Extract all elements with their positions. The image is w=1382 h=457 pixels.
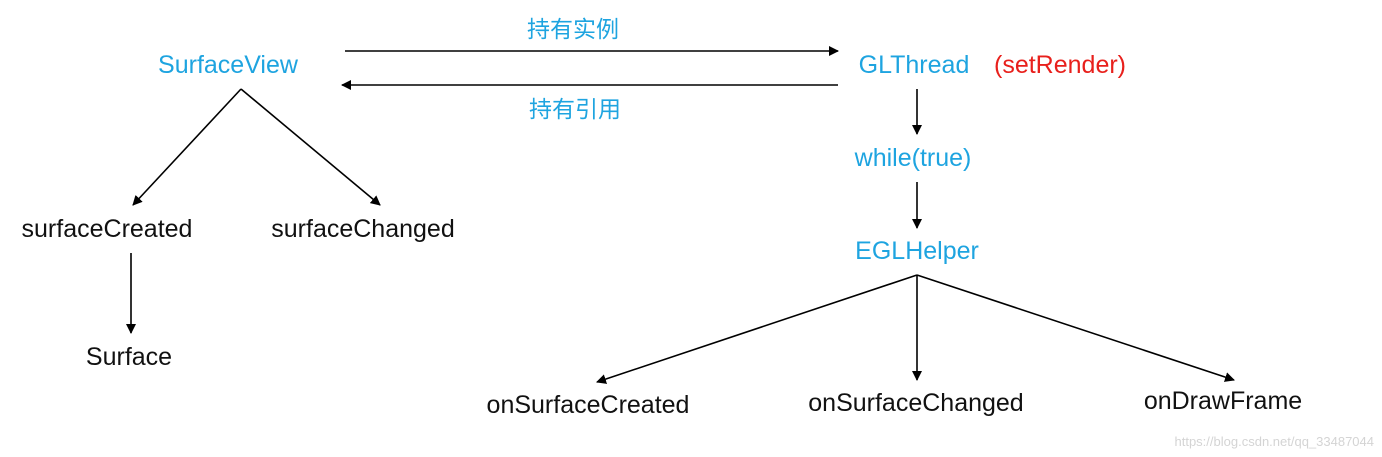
node-onsurfacecreated: onSurfaceCreated bbox=[486, 391, 690, 419]
edge-eglhelper-to-ondrawframe bbox=[916, 274, 1235, 382]
edge-eglhelper-to-onsurfacecreated bbox=[596, 274, 918, 384]
node-surfaceview: SurfaceView bbox=[158, 51, 298, 79]
node-surfacechanged: surfaceChanged bbox=[271, 215, 455, 243]
node-glthread: GLThread bbox=[858, 51, 970, 79]
edge-surfaceview-to-surfacecreated bbox=[132, 88, 242, 206]
node-onsurfacechanged: onSurfaceChanged bbox=[808, 389, 1024, 417]
node-eglhelper: EGLHelper bbox=[855, 237, 979, 265]
edge-label-holds-instance: 持有实例 bbox=[527, 17, 619, 43]
node-setrender: (setRender) bbox=[994, 51, 1126, 79]
node-surfacecreated: surfaceCreated bbox=[21, 215, 193, 243]
node-ondrawframe: onDrawFrame bbox=[1143, 387, 1303, 415]
edge-label-holds-reference: 持有引用 bbox=[529, 97, 621, 123]
watermark: https://blog.csdn.net/qq_33487044 bbox=[1174, 434, 1375, 449]
edge-surfaceview-to-surfacechanged bbox=[240, 88, 381, 206]
node-while-true: while(true) bbox=[854, 144, 972, 172]
node-surface: Surface bbox=[85, 343, 173, 371]
